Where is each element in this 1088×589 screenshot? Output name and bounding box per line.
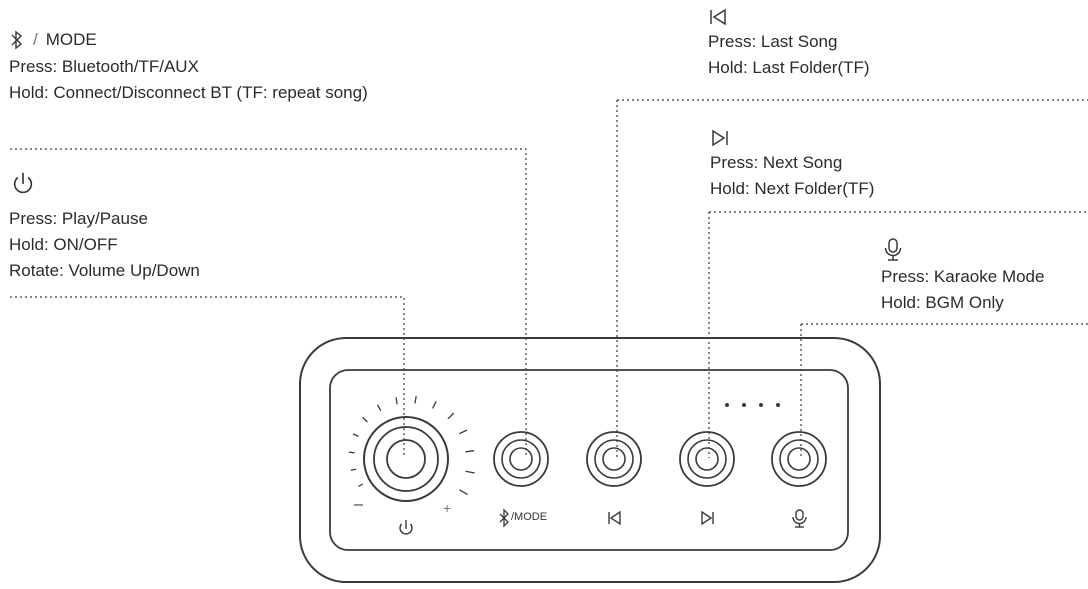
next-button[interactable] <box>679 431 735 487</box>
mic-line-1: Press: Karaoke Mode <box>881 267 1045 286</box>
volume-tick <box>447 412 455 420</box>
volume-tick <box>362 416 368 423</box>
volume-plus-label: + <box>443 500 452 516</box>
volume-tick <box>414 395 417 404</box>
volume-tick <box>376 404 382 412</box>
next-line-1: Press: Next Song <box>710 153 843 172</box>
prev-line-2: Hold: Last Folder(TF) <box>708 58 870 77</box>
power-icon <box>13 172 33 194</box>
device-control-panel <box>329 369 849 551</box>
next-annotation: Press: Next Song Hold: Next Folder(TF) <box>710 126 874 202</box>
next-line-2: Hold: Next Folder(TF) <box>710 179 875 198</box>
bt-mode-annotation: / MODE Press: Bluetooth/TF/AUX Hold: Con… <box>9 26 368 106</box>
leader-lines <box>10 99 1088 458</box>
led-indicator-dots <box>725 403 780 407</box>
prev-annotation: Press: Last Song Hold: Last Folder(TF) <box>708 5 870 81</box>
bt-mode-line-1: Press: Bluetooth/TF/AUX <box>9 57 199 76</box>
bt-mode-line-2: Hold: Connect/Disconnect BT (TF: repeat … <box>9 83 368 102</box>
power-line-3: Rotate: Volume Up/Down <box>9 261 200 280</box>
volume-tick <box>432 401 437 409</box>
leader-mic <box>800 323 1088 458</box>
power-knob[interactable] <box>363 416 449 502</box>
mode-text: MODE <box>45 30 97 49</box>
next-track-icon <box>712 129 728 147</box>
volume-minus-label: – <box>354 496 363 513</box>
device-outer-shell <box>299 337 881 583</box>
leader-bt-mode <box>10 148 527 458</box>
prev-line-1: Press: Last Song <box>708 32 838 51</box>
leader-prev <box>616 99 1088 458</box>
volume-tick <box>395 397 398 405</box>
bt-mode-button[interactable] <box>493 431 549 487</box>
panel-bluetooth-icon <box>499 508 509 528</box>
panel-previous-icon <box>608 510 621 526</box>
panel-mode-label: /MODE <box>511 511 548 523</box>
mic-button[interactable] <box>771 431 827 487</box>
power-line-1: Press: Play/Pause <box>9 209 148 228</box>
volume-tick <box>348 451 355 454</box>
volume-tick <box>358 483 364 488</box>
leader-next <box>708 211 1088 458</box>
power-annotation: Press: Play/Pause Hold: ON/OFF Rotate: V… <box>9 170 200 284</box>
volume-tick <box>352 433 359 437</box>
volume-tick <box>459 429 468 435</box>
mic-annotation: Press: Karaoke Mode Hold: BGM Only <box>881 236 1044 316</box>
volume-tick <box>465 450 475 453</box>
microphone-icon <box>884 238 902 261</box>
previous-track-icon <box>710 8 726 26</box>
leader-power <box>10 296 405 458</box>
bluetooth-icon <box>11 30 23 50</box>
volume-tick <box>350 468 357 471</box>
mic-line-2: Hold: BGM Only <box>881 293 1004 312</box>
power-line-2: Hold: ON/OFF <box>9 235 118 254</box>
volume-tick <box>465 470 475 474</box>
panel-next-icon <box>701 510 714 526</box>
panel-power-icon <box>399 520 413 535</box>
previous-button[interactable] <box>586 431 642 487</box>
volume-scale <box>348 395 475 496</box>
panel-microphone-icon <box>792 509 807 528</box>
volume-tick <box>459 489 469 496</box>
